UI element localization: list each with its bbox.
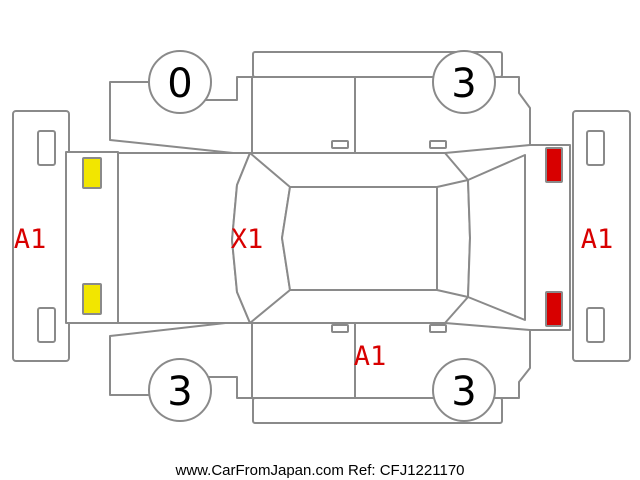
tire-rear-right: 3 xyxy=(432,358,496,422)
front-lamp-upper xyxy=(82,157,102,189)
rear-bumper-damage-code: A1 xyxy=(581,224,614,255)
rear-lamp-lower xyxy=(545,291,563,327)
tire-rear-left: 3 xyxy=(432,50,496,114)
watermark-reference: www.CarFromJapan.com Ref: CFJ1221170 xyxy=(175,462,465,479)
right-rear-door-damage-code: A1 xyxy=(354,341,387,372)
tire-rear-left-rating: 3 xyxy=(451,61,476,107)
tire-front-right-rating: 3 xyxy=(167,369,192,415)
tire-front-left: 0 xyxy=(148,50,212,114)
tire-front-left-rating: 0 xyxy=(167,61,192,107)
rear-lamp-upper xyxy=(545,147,563,183)
tire-rear-right-rating: 3 xyxy=(451,369,476,415)
front-bumper-damage-code: A1 xyxy=(14,224,47,255)
tire-front-right: 3 xyxy=(148,358,212,422)
front-lamp-lower xyxy=(82,283,102,315)
rear-bumper xyxy=(572,110,631,362)
car-body-top-view xyxy=(65,144,571,331)
hood-damage-code: X1 xyxy=(231,224,264,255)
